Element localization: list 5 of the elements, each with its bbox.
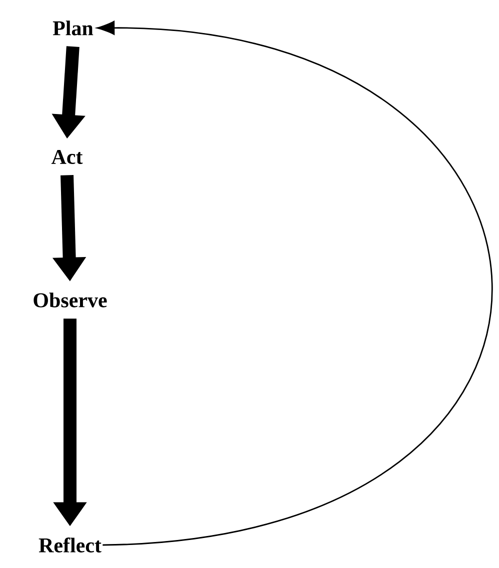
step-label: Reflect — [38, 538, 102, 552]
step-label: Act — [51, 150, 83, 164]
step-label: Observe — [34, 292, 107, 308]
curved-arrow — [96, 20, 492, 546]
step-label: Plan — [52, 20, 94, 36]
